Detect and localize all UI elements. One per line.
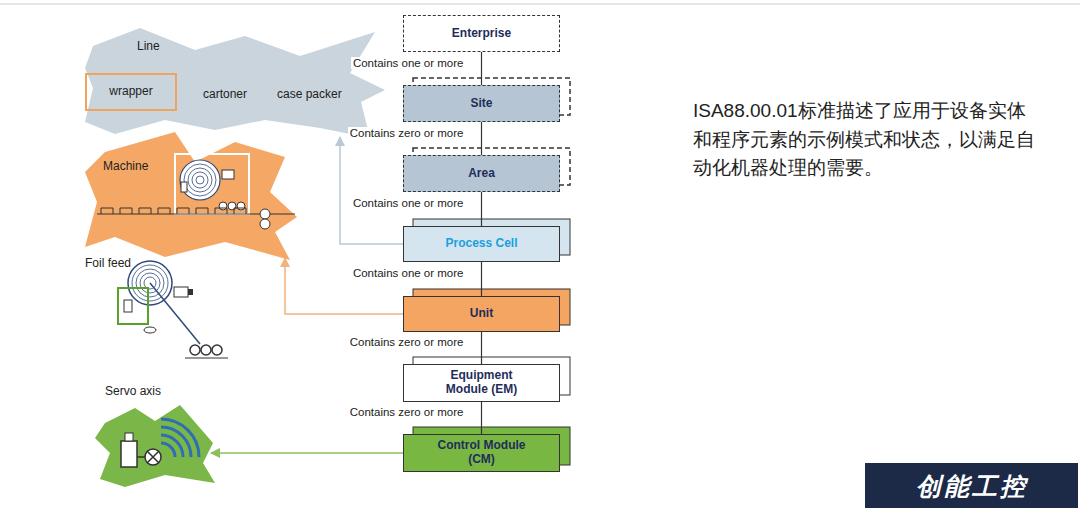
containment-line [481, 262, 482, 296]
spool-winding [196, 176, 204, 184]
node-label: Machine [103, 160, 148, 174]
node-label: wrapper [109, 85, 152, 99]
edge-label: Contains one or more [351, 197, 466, 209]
node-label: Line [137, 40, 160, 54]
product-pocket [139, 208, 151, 214]
containment-line [481, 332, 482, 364]
spool-winding [192, 172, 208, 188]
line-region-shape [85, 28, 385, 138]
roller-base [185, 358, 228, 359]
product-pocket [196, 208, 208, 214]
edge-label: Contains zero or more [348, 336, 466, 348]
actuator [124, 300, 132, 312]
node-label: Control Module (CM) [432, 439, 532, 467]
machine-region-shape [85, 132, 297, 260]
sealing-roll [260, 219, 270, 229]
product-pocket [120, 208, 132, 214]
watermark-logo: 创能工控 [865, 463, 1078, 508]
product-pocket [158, 208, 170, 214]
node-label: Servo axis [105, 385, 161, 399]
product-pocket [101, 208, 113, 214]
roller [190, 345, 200, 355]
equipment-module-box: Equipment Module (EM) [403, 364, 560, 402]
servo-drawing [121, 419, 199, 467]
roller [212, 345, 222, 355]
foil-feed-drawing [118, 261, 228, 358]
node-label: Process Cell [442, 237, 522, 251]
node-label: Enterprise [452, 27, 511, 41]
servo-motor [121, 441, 137, 467]
control-module-box: Control Module (CM) [403, 434, 560, 472]
foil-feed-label: Foil feed [85, 256, 131, 270]
axis-motion-arc [161, 419, 199, 457]
node-label: Area [468, 167, 495, 181]
conveyor [97, 213, 285, 214]
coupling [145, 449, 161, 465]
spool-winding [184, 164, 216, 196]
feed-box [118, 288, 148, 324]
edge-label: Contains one or more [351, 267, 466, 279]
servo-axis-region: Servo axis [95, 383, 217, 488]
roller [237, 202, 245, 210]
node-label: Unit [470, 307, 493, 321]
containment-line [481, 122, 482, 155]
description-note: ISA88.00.01标准描述了应用于设备实体和程序元素的示例模式和状态，以满足… [693, 97, 1038, 183]
edge-label: Contains zero or more [348, 127, 466, 139]
node-label: Site [470, 97, 492, 111]
actuator [181, 182, 187, 192]
site-box: Site [403, 85, 560, 122]
axis-motion-arc [161, 427, 191, 457]
coupling-cross [147, 451, 159, 463]
foil-feed-frame [175, 154, 249, 214]
motor-shaft [137, 456, 145, 458]
product-pocket [215, 208, 227, 214]
product-pocket [234, 208, 246, 214]
spool-motor [222, 170, 234, 179]
foil-web [150, 283, 200, 344]
unit-box: Unit [403, 296, 560, 332]
enterprise-box: Enterprise [403, 15, 560, 52]
spool-winding [188, 168, 212, 192]
edge-label: Contains zero or more [348, 406, 466, 418]
axis-motion-arc [161, 435, 183, 457]
roller [201, 345, 211, 355]
node-label: cartoner [203, 88, 247, 102]
line-region-outline [85, 28, 385, 140]
spool [180, 160, 220, 200]
roller [219, 202, 227, 210]
node-label: case packer [277, 88, 342, 102]
top-rule [0, 3, 1080, 5]
sealing-roll [260, 209, 270, 219]
guide-roll [144, 327, 156, 333]
area-box: Area [403, 155, 560, 192]
containment-line [481, 192, 482, 226]
outfeed [285, 214, 295, 215]
roller [228, 202, 236, 210]
node-label: Equipment Module (EM) [432, 369, 532, 397]
motor-shaft [188, 289, 193, 295]
motor-connector [125, 433, 133, 441]
containment-line [481, 402, 482, 434]
spool-motor [174, 287, 188, 297]
servo-axis-region-outline [95, 383, 217, 488]
machine-region-outline [85, 132, 300, 262]
mapping-arrow [340, 137, 403, 244]
process-cell-box: Process Cell [403, 226, 560, 262]
containment-line [481, 52, 482, 85]
servo-axis-region-shape [95, 405, 215, 487]
line-region: Line cartoner case packer wrapper [85, 28, 385, 140]
axis-motion-arc [161, 443, 175, 457]
machine-region: Machine [85, 132, 300, 262]
edge-label: Contains one or more [351, 57, 466, 69]
product-pocket [177, 208, 189, 214]
machine-drawing [97, 154, 295, 229]
mapping-arrow [211, 452, 403, 454]
wrapper-box: wrapper [85, 73, 177, 111]
